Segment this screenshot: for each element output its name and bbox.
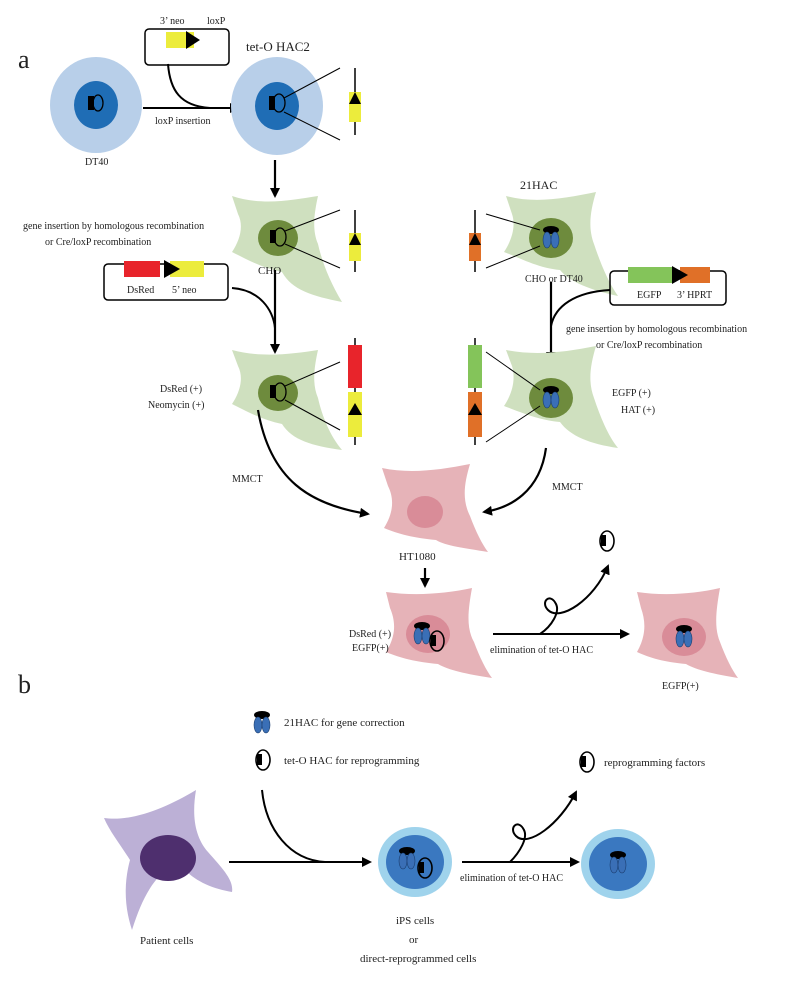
panel-b-label: b	[18, 670, 31, 699]
ips-line2: or	[409, 934, 419, 946]
corrected-cell	[581, 829, 655, 899]
double-egfp-label: EGFP(+)	[352, 643, 389, 654]
mmct-arrow-left	[256, 409, 370, 518]
legend-teto-hac-icon	[255, 749, 271, 771]
chromosome-21hac	[469, 210, 481, 272]
reprogramming-factors-label: reprogramming factors	[604, 757, 705, 769]
dsred-cassette	[103, 260, 229, 301]
ht1080-label: HT1080	[399, 551, 436, 563]
ht1080-cell	[382, 464, 488, 552]
chromosome-dsred	[348, 338, 362, 445]
cho-cell-left	[232, 196, 342, 302]
mmct-arrow-right	[482, 447, 548, 516]
dsred-cassette-neo-label: 5’ neo	[172, 285, 197, 296]
chromosome-teto-hac2	[349, 68, 361, 135]
ips-line1: iPS cells	[396, 915, 434, 927]
ips-line3: direct-reprogrammed cells	[360, 953, 476, 965]
dt40-cell	[50, 57, 142, 153]
cho-cell-dsred	[232, 350, 342, 450]
panel-a-label: a	[18, 45, 30, 74]
legend-teto-hac-text: tet-O HAC for reprogramming	[284, 755, 420, 767]
elimination-loop-a	[539, 564, 610, 635]
hat-positive-label: HAT (+)	[621, 405, 655, 416]
cassette-3neo-label: 3’ neo	[160, 16, 185, 27]
legend-21hac-text: 21HAC for gene correction	[284, 717, 405, 729]
mmct-left-label: MMCT	[232, 474, 263, 485]
elimination-loop-b	[509, 790, 577, 863]
cho-or-dt40-label: CHO or DT40	[525, 274, 583, 285]
legend-21hac-icon	[253, 710, 271, 734]
elimination-label-b: elimination of tet-O HAC	[460, 873, 563, 884]
mmct-right-label: MMCT	[552, 482, 583, 493]
double-dsred-label: DsRed (+)	[349, 629, 391, 640]
ht1080-egfp-cell	[637, 588, 738, 678]
gene-insertion-right-line1: gene insertion by homologous recombinati…	[566, 324, 747, 335]
egfp-merge-curve	[550, 289, 611, 327]
gene-insertion-left-line1: gene insertion by homologous recombinati…	[23, 221, 204, 232]
neo-loxp-cassette	[144, 28, 230, 66]
gene-insertion-left-line2: or Cre/loxP recombination	[45, 237, 151, 248]
chromosome-cho-left	[349, 210, 361, 272]
egfp-positive-label: EGFP (+)	[612, 388, 651, 399]
dt40-label: DT40	[85, 157, 108, 168]
dsred-positive-label: DsRed (+)	[160, 384, 202, 395]
dsred-merge-curve	[231, 287, 276, 329]
eliminated-teto-hac-b	[579, 751, 595, 773]
gene-insertion-right-line2: or Cre/loxP recombination	[596, 340, 702, 351]
egfp-cassette-gene-label: EGFP	[637, 290, 662, 301]
eliminated-teto-hac-a	[599, 530, 615, 552]
final-egfp-label: EGFP(+)	[662, 681, 699, 692]
ips-cell	[378, 827, 452, 897]
elimination-label-a: elimination of tet-O HAC	[490, 645, 593, 656]
ht1080-double-positive-cell	[386, 588, 492, 678]
patient-cells-label: Patient cells	[140, 935, 193, 947]
cassette-loxp-label: loxP	[207, 16, 226, 27]
cho-cell-21hac	[485, 192, 618, 296]
patient-cell	[104, 790, 233, 930]
neomycin-positive-label: Neomycin (+)	[148, 400, 204, 411]
teto-hac2-cell	[231, 57, 341, 155]
egfp-cassette	[609, 266, 727, 306]
egfp-cassette-hprt-label: 3’ HPRT	[677, 290, 712, 301]
cho-cell-egfp	[485, 346, 618, 448]
dsred-cassette-gene-label: DsRed	[127, 285, 154, 296]
chromosome-egfp	[468, 338, 482, 445]
cassette-merge-curve	[167, 63, 211, 109]
hac-merge-curve	[261, 789, 326, 863]
hac21-label: 21HAC	[520, 178, 557, 192]
teto-hac2-label: tet-O HAC2	[246, 39, 310, 54]
cho-label: CHO	[258, 265, 281, 277]
loxp-insertion-label: loxP insertion	[155, 116, 210, 127]
